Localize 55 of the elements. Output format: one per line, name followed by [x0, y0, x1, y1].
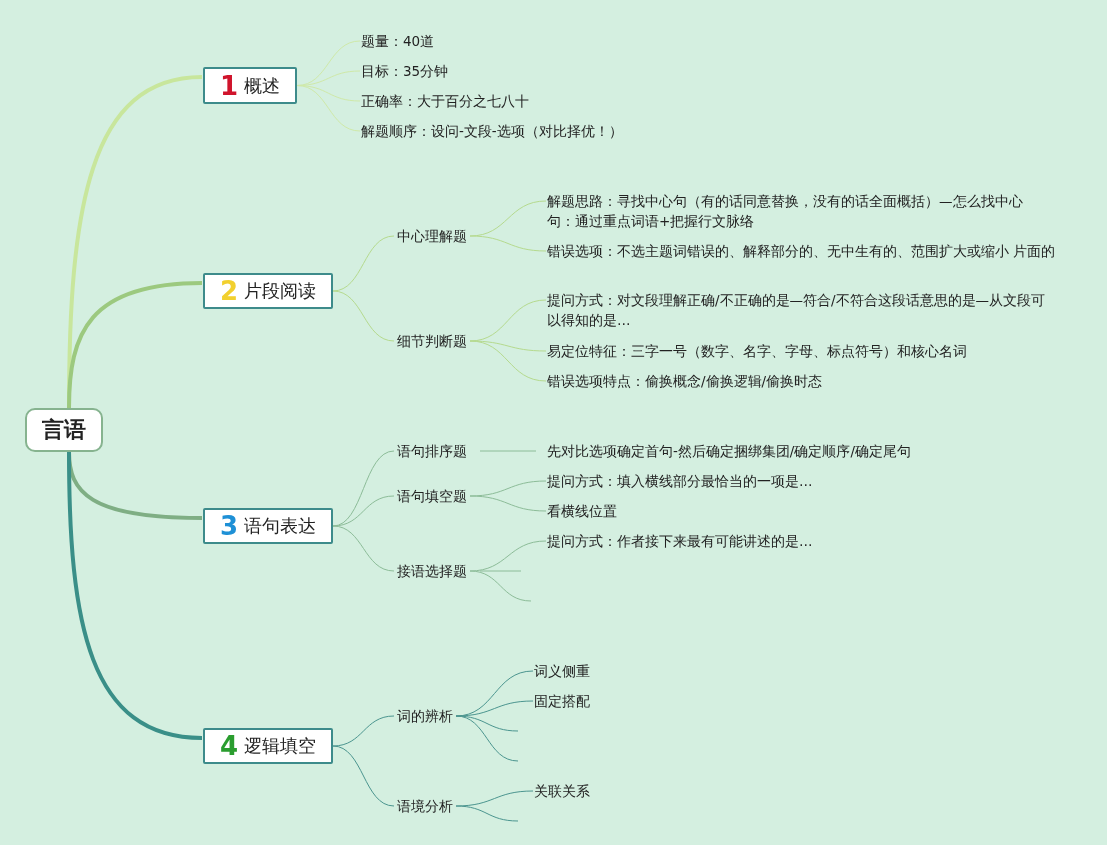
branch-line	[332, 745, 395, 807]
note-text: 解题思路：寻找中心句（有的话同意替换，没有的话全面概括）—怎么找中心句：通过重点词语+把握行文脉络	[547, 191, 1037, 231]
subtopic-label: 语句排序题	[395, 441, 469, 461]
topic-number: 2	[219, 276, 239, 306]
branch-line	[67, 451, 203, 740]
topic-label: 概述	[244, 73, 281, 98]
branch-line	[479, 570, 522, 572]
branch-line	[479, 450, 537, 452]
branch-line	[455, 715, 519, 732]
branch-line	[455, 715, 519, 762]
branch-line	[332, 715, 395, 747]
subtopic-label: 中心理解题	[395, 226, 469, 246]
subtopic-label: 语句填空题	[395, 486, 469, 506]
subtopic-label: 词的辨析	[395, 706, 455, 726]
note-text: 正确率：大于百分之七八十	[361, 91, 529, 111]
branch-line	[469, 340, 547, 352]
topic-label: 语句表达	[244, 514, 317, 538]
subtopic-label: 语境分析	[395, 796, 455, 816]
topic-number: 4	[219, 731, 239, 761]
subtopic-label: 细节判断题	[395, 331, 469, 351]
topic-label: 逻辑填空	[244, 734, 317, 758]
note-text: 题量：40道	[361, 31, 435, 51]
note-text: 提问方式：对文段理解正确/不正确的是—符合/不符合这段话意思的是—从文段可以得知的是…	[547, 290, 1057, 330]
branch-line	[67, 281, 203, 409]
topic-number: 1	[219, 70, 239, 101]
note-text: 词义侧重	[534, 661, 590, 681]
note-text: 错误选项特点：偷换概念/偷换逻辑/偷换时态	[547, 371, 823, 391]
topic-box	[203, 728, 333, 764]
topic-number: 3	[219, 511, 239, 541]
subtopic-label: 接语选择题	[395, 561, 469, 581]
note-text: 关联关系	[534, 781, 590, 801]
topic-box	[203, 273, 333, 309]
topic-box	[203, 67, 297, 104]
branch-line	[469, 340, 547, 382]
note-text: 提问方式：作者接下来最有可能讲述的是…	[547, 531, 813, 551]
note-text: 看横线位置	[547, 501, 617, 521]
branch-line	[469, 235, 547, 252]
note-text: 解题顺序：设问-文段-选项（对比择优！）	[361, 121, 623, 141]
branch-line	[455, 805, 519, 822]
branch-line	[296, 85, 361, 132]
branch-line	[332, 290, 395, 342]
branch-line	[332, 525, 395, 572]
branch-line	[469, 495, 547, 512]
note-text: 提问方式：填入横线部分最恰当的一项是…	[547, 471, 813, 491]
branch-line	[332, 235, 395, 292]
note-text: 固定搭配	[534, 691, 590, 711]
note-text: 先对比选项确定首句-然后确定捆绑集团/确定顺序/确定尾句	[547, 441, 911, 461]
topic-label: 片段阅读	[244, 279, 317, 303]
note-text: 目标：35分钟	[361, 61, 449, 81]
topic-box	[203, 508, 333, 544]
root-topic-box: 言语	[25, 408, 103, 452]
note-text: 易定位特征：三字一号（数字、名字、字母、标点符号）和核心名词	[547, 341, 967, 361]
branch-line	[469, 570, 532, 602]
note-text: 错误选项：不选主题词错误的、解释部分的、无中生有的、范围扩大或缩小 片面的	[547, 241, 1056, 261]
branch-line	[332, 495, 395, 527]
